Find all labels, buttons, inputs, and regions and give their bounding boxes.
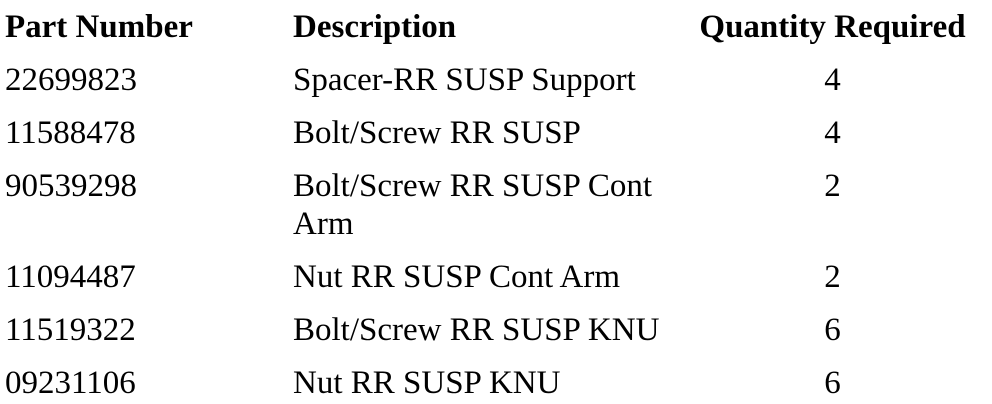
description-cell: Spacer-RR SUSP Support xyxy=(293,62,636,98)
quantity-cell: 2 xyxy=(824,168,841,204)
part-number-cell: 22699823 xyxy=(5,62,137,98)
column-header-part-number: Part Number xyxy=(5,9,193,45)
table-row: 90539298 Bolt/Screw RR SUSP Cont Arm 2 xyxy=(5,167,992,243)
table-row: 22699823 Spacer-RR SUSP Support 4 xyxy=(5,61,992,99)
part-number-cell: 11519322 xyxy=(5,312,136,348)
column-header-description: Description xyxy=(293,9,457,45)
table-header-row: Part Number Description Quantity Require… xyxy=(5,8,992,46)
part-number-cell: 11588478 xyxy=(5,115,136,151)
part-number-cell: 09231106 xyxy=(5,365,136,401)
table-row: 11094487 Nut RR SUSP Cont Arm 2 xyxy=(5,258,992,296)
column-header-quantity-required: Quantity Required xyxy=(699,9,966,45)
part-number-cell: 90539298 xyxy=(5,168,137,204)
quantity-cell: 6 xyxy=(824,312,841,348)
description-cell: Bolt/Screw RR SUSP xyxy=(293,115,581,151)
table-row: 11588478 Bolt/Screw RR SUSP 4 xyxy=(5,114,992,152)
table-row: 09231106 Nut RR SUSP KNU 6 xyxy=(5,364,992,402)
quantity-cell: 4 xyxy=(824,62,841,98)
part-number-cell: 11094487 xyxy=(5,259,136,295)
quantity-cell: 4 xyxy=(824,115,841,151)
description-cell: Bolt/Screw RR SUSP KNU xyxy=(293,312,660,348)
table-row: 11519322 Bolt/Screw RR SUSP KNU 6 xyxy=(5,311,992,349)
description-cell: Nut RR SUSP Cont Arm xyxy=(293,259,621,295)
quantity-cell: 6 xyxy=(824,365,841,401)
description-cell: Nut RR SUSP KNU xyxy=(293,365,561,401)
quantity-cell: 2 xyxy=(824,259,841,295)
description-cell: Bolt/Screw RR SUSP Cont Arm xyxy=(293,168,653,242)
table-body: 22699823 Spacer-RR SUSP Support 4 115884… xyxy=(5,61,992,402)
